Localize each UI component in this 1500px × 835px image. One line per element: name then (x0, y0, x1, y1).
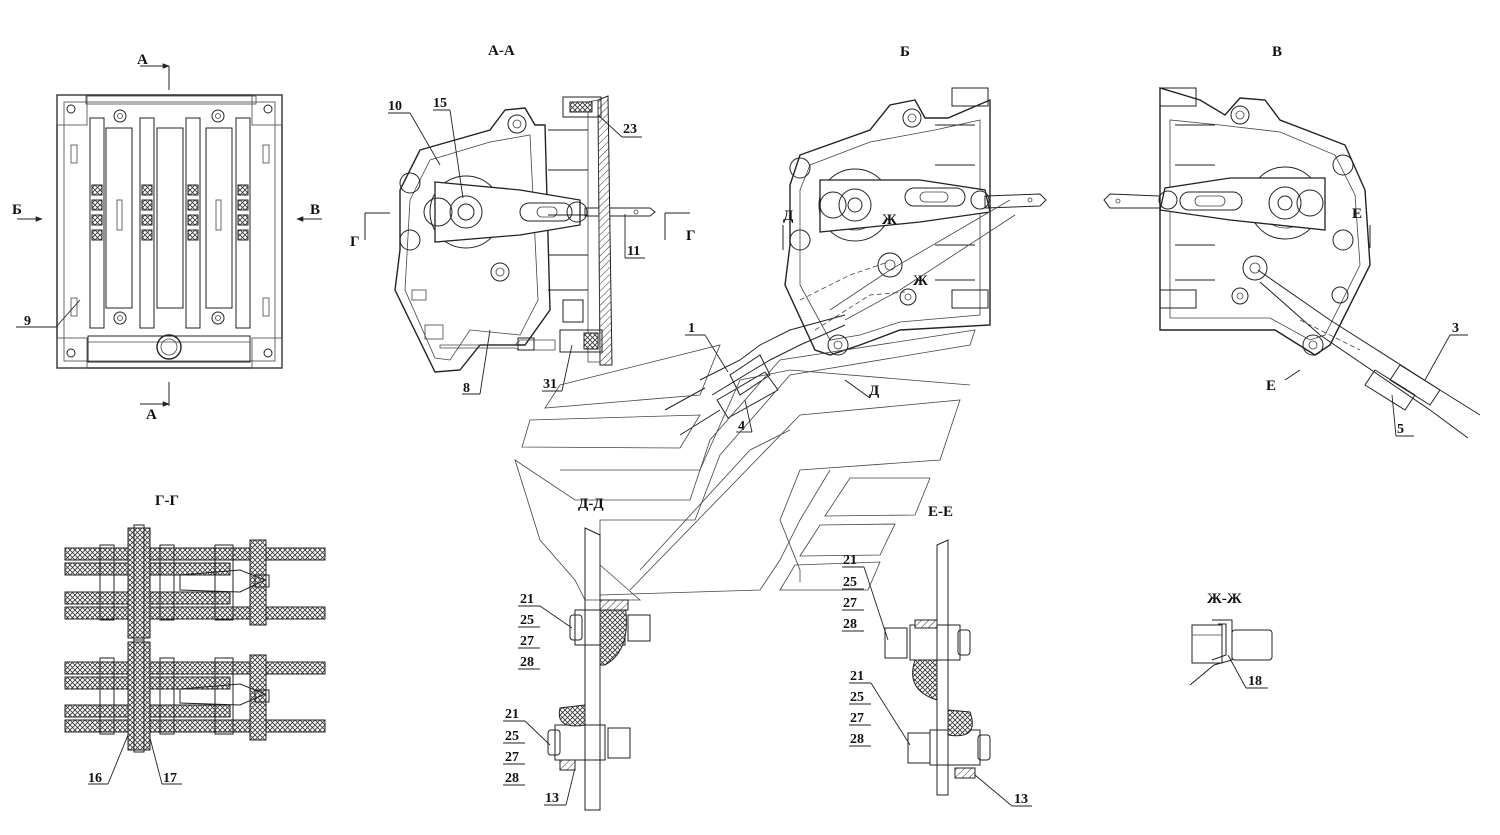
section-mark-zh-2: Ж (913, 273, 928, 289)
front-view (17, 63, 322, 407)
section-zhzh-drawing (1189, 619, 1273, 686)
callout-8: 8 (463, 381, 470, 396)
view-title-ee: Е-Е (928, 504, 953, 520)
callout-dd-28-upper: 28 (520, 655, 534, 670)
view-v-drawing (1103, 87, 1481, 439)
callout-dd-25-upper: 25 (520, 613, 534, 628)
callout-dd-21-upper: 21 (520, 592, 534, 607)
dd-lower-callouts: 21 25 27 28 (503, 707, 551, 786)
callout-11: 11 (627, 244, 640, 259)
ee-lower-callouts: 21 25 27 28 (849, 669, 911, 747)
callout-ee-25-upper: 25 (843, 575, 857, 590)
section-mark-e-bottom: Е (1266, 378, 1276, 394)
ee-upper-callouts: 21 25 27 28 (842, 553, 889, 641)
callout-31: 31 (543, 377, 557, 392)
callout-1: 1 (688, 321, 695, 336)
callout-dd-25-lower: 25 (505, 729, 519, 744)
section-mark-g-right: Г (686, 228, 696, 244)
callout-dd-21-lower: 21 (505, 707, 519, 722)
callout-ee-27-lower: 27 (850, 711, 864, 726)
leader-frames (514, 329, 976, 601)
section-mark-zh-1: Ж (882, 212, 897, 228)
callout-ee-27-upper: 27 (843, 596, 857, 611)
callout-4: 4 (738, 419, 745, 434)
callout-3: 3 (1452, 321, 1459, 336)
callout-10: 10 (388, 99, 402, 114)
section-mark-d-top: Д (783, 208, 794, 224)
view-title-zhzh: Ж-Ж (1207, 591, 1242, 607)
callout-13-ee: 13 (1014, 792, 1028, 807)
section-mark-a-bottom: А (146, 407, 157, 423)
callout-16: 16 (88, 771, 102, 786)
view-title-aa: А-А (488, 43, 515, 59)
dd-upper-callouts: 21 25 27 28 (518, 592, 573, 670)
section-mark-d-bottom: Д (869, 383, 880, 399)
callout-9: 9 (24, 314, 31, 329)
callout-ee-21-upper: 21 (843, 553, 857, 568)
callout-ee-28-lower: 28 (850, 732, 864, 747)
view-title-dd: Д-Д (578, 496, 604, 512)
callout-dd-27-upper: 27 (520, 634, 534, 649)
callout-5: 5 (1397, 422, 1404, 437)
view-title-gg: Г-Г (155, 493, 179, 509)
view-mark-v: В (310, 202, 320, 218)
view-title-b: Б (900, 44, 910, 60)
view-mark-b: Б (12, 202, 22, 218)
callout-15: 15 (433, 96, 447, 111)
callout-dd-27-lower: 27 (505, 750, 519, 765)
section-mark-a-top: А (137, 52, 148, 68)
callout-13-dd: 13 (545, 791, 559, 806)
section-aa-drawing (364, 95, 690, 373)
section-mark-e-top: Е (1352, 206, 1362, 222)
callout-dd-28-lower: 28 (505, 771, 519, 786)
view-title-v: В (1272, 44, 1282, 60)
callout-ee-25-lower: 25 (850, 690, 864, 705)
callout-ee-21-lower: 21 (850, 669, 864, 684)
section-dd-drawing (547, 527, 651, 811)
section-mark-g-left: Г (350, 234, 360, 250)
section-ee-drawing (884, 539, 991, 796)
callout-18: 18 (1248, 674, 1262, 689)
view-b-drawing (664, 87, 1047, 436)
callout-23: 23 (623, 122, 637, 137)
callout-17: 17 (163, 771, 177, 786)
section-gg-drawing (64, 524, 326, 753)
callout-ee-28-upper: 28 (843, 617, 857, 632)
